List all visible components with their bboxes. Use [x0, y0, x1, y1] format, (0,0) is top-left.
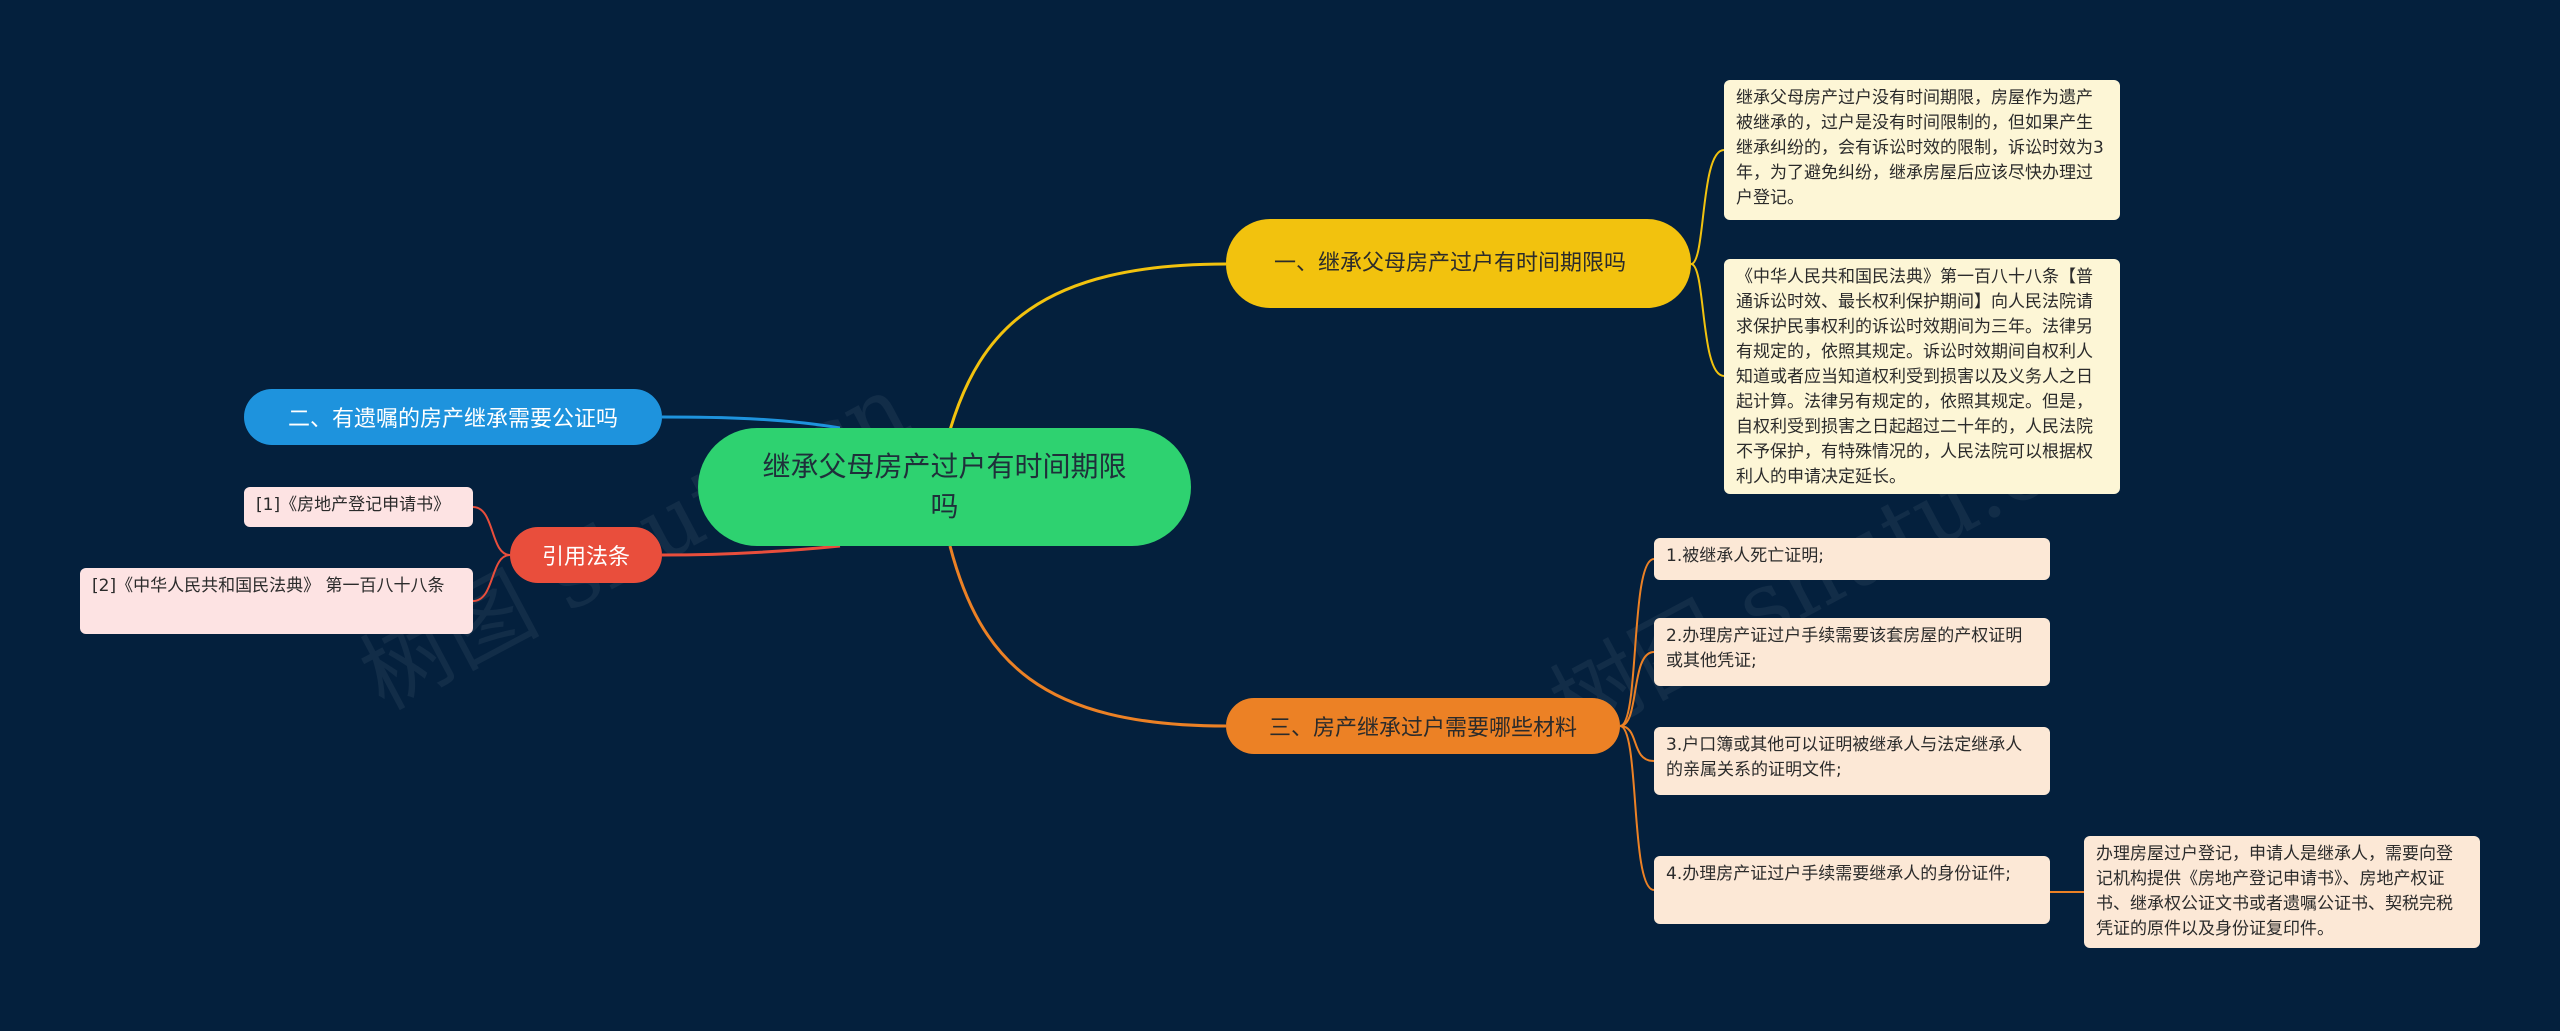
- link-b4-leaf1: [1619, 558, 1655, 727]
- link-b4-leaf4: [1619, 725, 1655, 891]
- branch-cited-laws-label: 引用法条: [541, 545, 630, 570]
- leaf-material-2[interactable]: 2.办理房产证过户手续需要该套房屋的产权证明或其他凭证;: [1654, 618, 2050, 686]
- branch-required-materials-label: 三、房产继承过户需要哪些材料: [1268, 716, 1577, 741]
- leaf-civil-code-article-text: 《中华人民共和国民法典》第一百八十八条【普通诉讼时效、最长权利保护期间】向人民法…: [1736, 267, 2093, 487]
- leaf-material-2-text: 2.办理房产证过户手续需要该套房屋的产权证明或其他凭证;: [1666, 626, 2023, 671]
- link-root-b2: [661, 415, 841, 430]
- leaf-citation-1-text: [1]《房地产登记申请书》: [256, 495, 451, 515]
- leaf-time-limit-explanation[interactable]: 继承父母房产过户没有时间期限，房屋作为遗产被继承的，过户是没有时间限制的，但如果…: [1724, 80, 2120, 220]
- branch-will-notarization[interactable]: 二、有遗嘱的房产继承需要公证吗: [244, 389, 662, 445]
- leaf-material-1[interactable]: 1.被继承人死亡证明;: [1654, 538, 2050, 580]
- link-b1-leaf1: [1690, 149, 1725, 265]
- root-topic-label: 继承父母房产过户有时间期限吗: [762, 450, 1127, 523]
- link-root-b3: [661, 544, 841, 557]
- leaf-time-limit-explanation-text: 继承父母房产过户没有时间期限，房屋作为遗产被继承的，过户是没有时间限制的，但如果…: [1736, 88, 2104, 208]
- leaf-material-3-text: 3.户口簿或其他可以证明被继承人与法定继承人的亲属关系的证明文件;: [1666, 735, 2023, 780]
- leaf-citation-2-text: [2]《中华人民共和国民法典》 第一百八十八条: [92, 576, 445, 596]
- leaf-citation-2[interactable]: [2]《中华人民共和国民法典》 第一百八十八条: [80, 568, 473, 634]
- link-b3-leaf2: [472, 554, 511, 602]
- root-topic[interactable]: 继承父母房产过户有时间期限吗: [698, 428, 1191, 546]
- link-b4-leaf3: [1619, 725, 1655, 762]
- link-b4-leaf2: [1619, 651, 1655, 727]
- branch-cited-laws[interactable]: 引用法条: [510, 527, 662, 583]
- leaf-citation-1[interactable]: [1]《房地产登记申请书》: [244, 487, 473, 527]
- link-b3-leaf1: [472, 506, 511, 556]
- branch-will-notarization-label: 二、有遗嘱的房产继承需要公证吗: [287, 407, 618, 432]
- branch-time-limit[interactable]: 一、继承父母房产过户有时间期限吗: [1226, 219, 1691, 308]
- branch-time-limit-label: 一、继承父母房产过户有时间期限吗: [1274, 250, 1627, 276]
- leaf-material-1-text: 1.被继承人死亡证明;: [1666, 546, 1824, 566]
- link-root-b1: [948, 262, 1227, 431]
- link-root-b4: [948, 545, 1227, 728]
- leaf-material-4-detail-text: 办理房屋过户登记，申请人是继承人，需要向登记机构提供《房地产登记申请书》、房地产…: [2096, 844, 2453, 939]
- leaf-material-3[interactable]: 3.户口簿或其他可以证明被继承人与法定继承人的亲属关系的证明文件;: [1654, 727, 2050, 795]
- leaf-civil-code-article[interactable]: 《中华人民共和国民法典》第一百八十八条【普通诉讼时效、最长权利保护期间】向人民法…: [1724, 259, 2120, 494]
- leaf-material-4[interactable]: 4.办理房产证过户手续需要继承人的身份证件;: [1654, 856, 2050, 924]
- branch-required-materials[interactable]: 三、房产继承过户需要哪些材料: [1226, 698, 1620, 754]
- link-b1-leaf2: [1690, 263, 1725, 377]
- leaf-material-4-text: 4.办理房产证过户手续需要继承人的身份证件;: [1666, 864, 2011, 884]
- leaf-material-4-detail[interactable]: 办理房屋过户登记，申请人是继承人，需要向登记机构提供《房地产登记申请书》、房地产…: [2084, 836, 2480, 948]
